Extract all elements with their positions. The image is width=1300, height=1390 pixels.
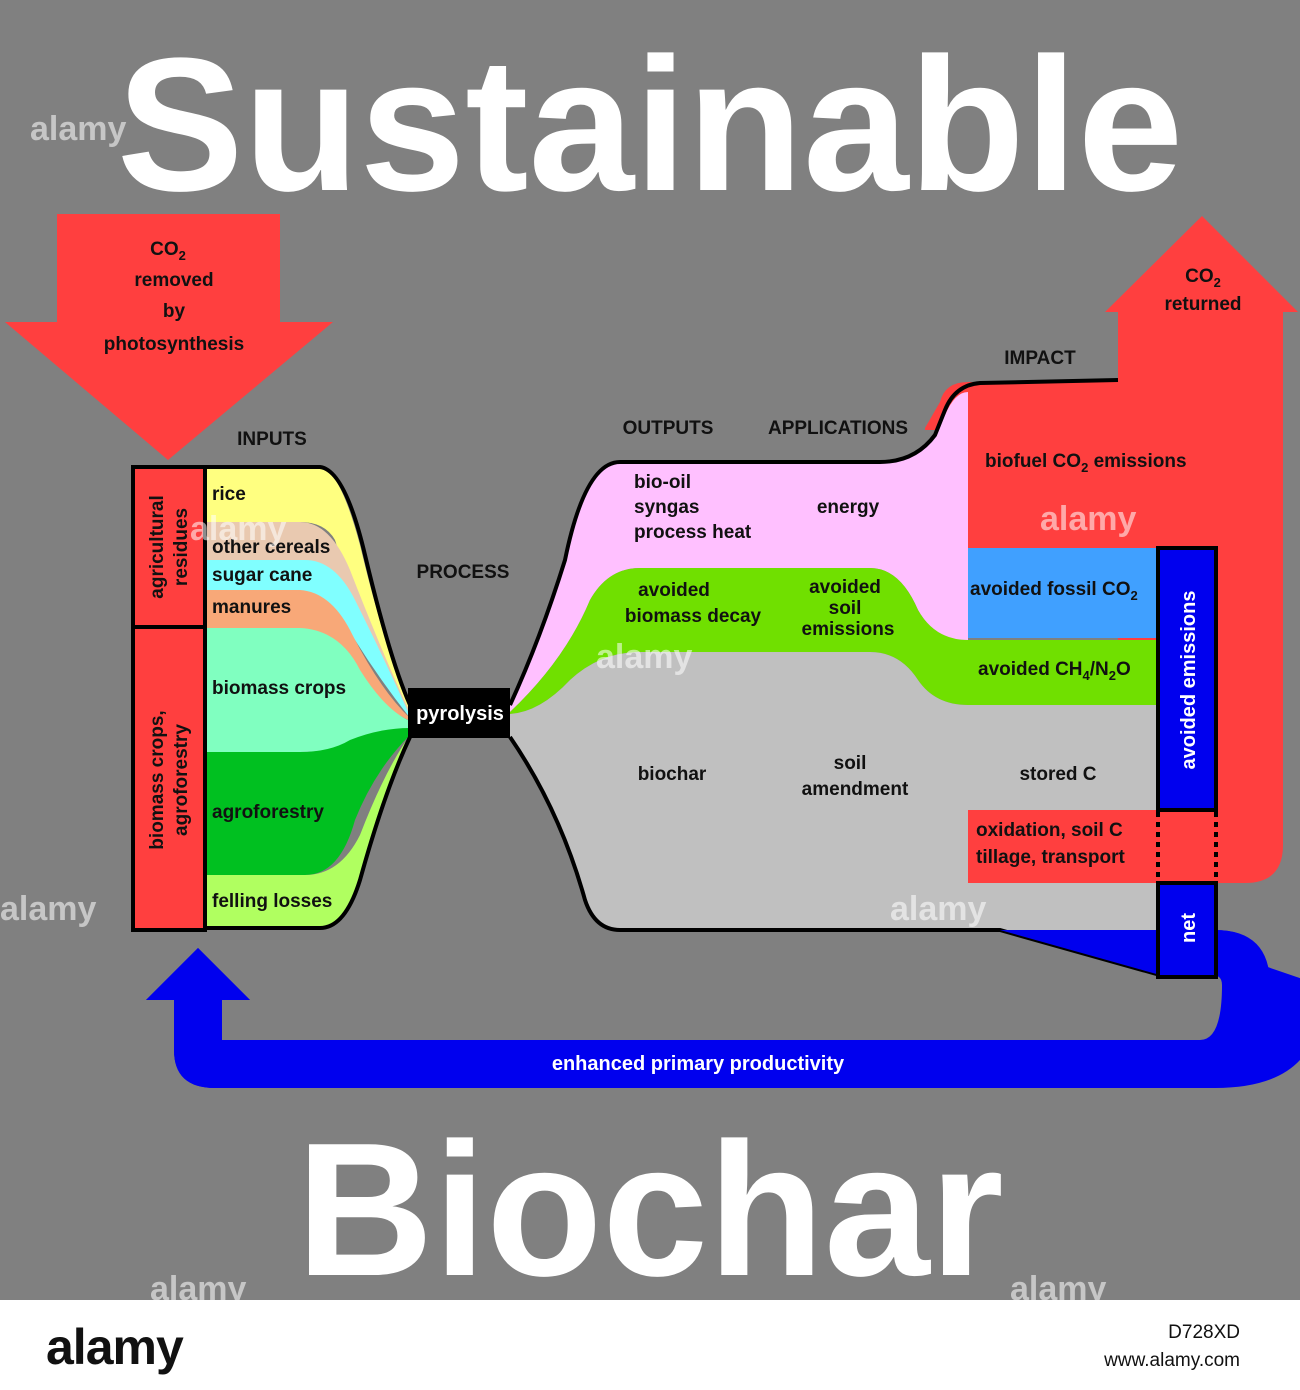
title-top: Sustainable — [117, 19, 1183, 231]
input-rice-label: rice — [212, 484, 246, 505]
co2-removed-label-2: removed — [134, 270, 213, 291]
co2-returned-label-2: returned — [1164, 294, 1241, 315]
watermark: alamy — [0, 890, 96, 928]
impact-avoided-fossil — [968, 548, 1158, 638]
title-bottom: Biochar — [296, 1104, 1003, 1300]
co2-removed-label-4: photosynthesis — [104, 334, 244, 355]
input-manures-label: manures — [212, 597, 291, 618]
co2-returned-label-1: CO2 — [1185, 266, 1221, 290]
outputs-funnel-outline — [508, 378, 1161, 977]
impact-biofuel-label: biofuel CO2 emissions — [985, 451, 1187, 475]
impact-oxidation-label-2: tillage, transport — [976, 847, 1126, 868]
header-inputs: INPUTS — [237, 429, 307, 450]
application-avoided-soil-3: emissions — [802, 619, 895, 640]
application-soil-1: soil — [834, 753, 867, 774]
band-biochar — [510, 652, 1160, 975]
watermark: alamy — [890, 890, 986, 928]
source-agricultural-label-2: residues — [171, 508, 192, 586]
input-other-cereals-label: other cereals — [212, 537, 330, 558]
header-process: PROCESS — [417, 562, 510, 583]
source-biomass-label-2: agroforestry — [171, 724, 192, 836]
output-avoided-decay-2: biomass decay — [625, 606, 762, 627]
co2-removed-arrow — [5, 214, 333, 460]
impact-fossil-label: avoided fossil CO2 — [970, 579, 1138, 603]
output-avoided-decay-1: avoided — [638, 580, 710, 601]
net-label: net — [1178, 913, 1200, 943]
watermark: alamy — [30, 110, 126, 148]
band-avoided-decay — [510, 568, 1160, 714]
band-rice — [205, 467, 410, 712]
impact-stored-label: stored C — [1019, 764, 1096, 785]
input-felling-losses-label: felling losses — [212, 891, 332, 912]
watermark: alamy — [190, 510, 286, 548]
watermark: alamy — [1040, 500, 1136, 538]
footer: alamy D728XD www.alamy.com — [0, 1300, 1300, 1390]
inputs-funnel-outline — [205, 465, 412, 930]
avoided-emissions-label: avoided emissions — [1178, 591, 1200, 770]
feedback-loop — [146, 930, 1270, 1088]
co2-removed-label-3: by — [163, 301, 186, 322]
co2-removed-label-1: CO2 — [150, 239, 186, 263]
footer-code: D728XD — [1168, 1322, 1240, 1343]
pyrolysis-box — [408, 688, 510, 738]
impact-ch4-label: avoided CH4/N2O — [978, 659, 1131, 683]
input-biomass-crops-label: biomass crops — [212, 678, 346, 699]
net-box — [1156, 881, 1218, 979]
impact-oxidation-label-1: oxidation, soil C — [976, 820, 1123, 841]
avoided-emissions-box — [1156, 546, 1218, 812]
application-energy: energy — [817, 497, 880, 518]
footer-url: www.alamy.com — [1104, 1350, 1240, 1371]
input-sugar-cane-label: sugar cane — [212, 565, 312, 586]
feedback-label: enhanced primary productivity — [552, 1053, 845, 1075]
band-agroforestry — [205, 728, 410, 875]
output-biochar: biochar — [638, 764, 707, 785]
watermark: alamy — [1010, 1270, 1106, 1300]
header-applications: APPLICATIONS — [768, 418, 908, 439]
header-impact: IMPACT — [1004, 348, 1076, 369]
impact-biofuel-emissions — [968, 390, 1118, 548]
band-energy — [510, 392, 968, 712]
application-avoided-soil-2: soil — [829, 598, 862, 619]
watermark: alamy — [150, 1270, 246, 1300]
footer-logo: alamy — [46, 1319, 184, 1375]
pyrolysis-label: pyrolysis — [416, 703, 504, 725]
application-soil-2: amendment — [802, 779, 909, 800]
impact-oxidation — [968, 810, 1160, 883]
output-syngas: syngas — [634, 497, 699, 518]
output-bio-oil: bio-oil — [634, 472, 691, 493]
header-outputs: OUTPUTS — [623, 418, 714, 439]
input-agroforestry-label: agroforestry — [212, 802, 324, 823]
output-process-heat: process heat — [634, 522, 752, 543]
source-biomass-crops-agroforestry — [131, 625, 207, 932]
source-agricultural-label-1: agricultural — [147, 495, 168, 598]
application-avoided-soil-1: avoided — [809, 577, 881, 598]
band-biomass-crops — [205, 628, 410, 752]
watermark: alamy — [596, 638, 692, 676]
source-biomass-label-1: biomass crops, — [147, 710, 168, 849]
